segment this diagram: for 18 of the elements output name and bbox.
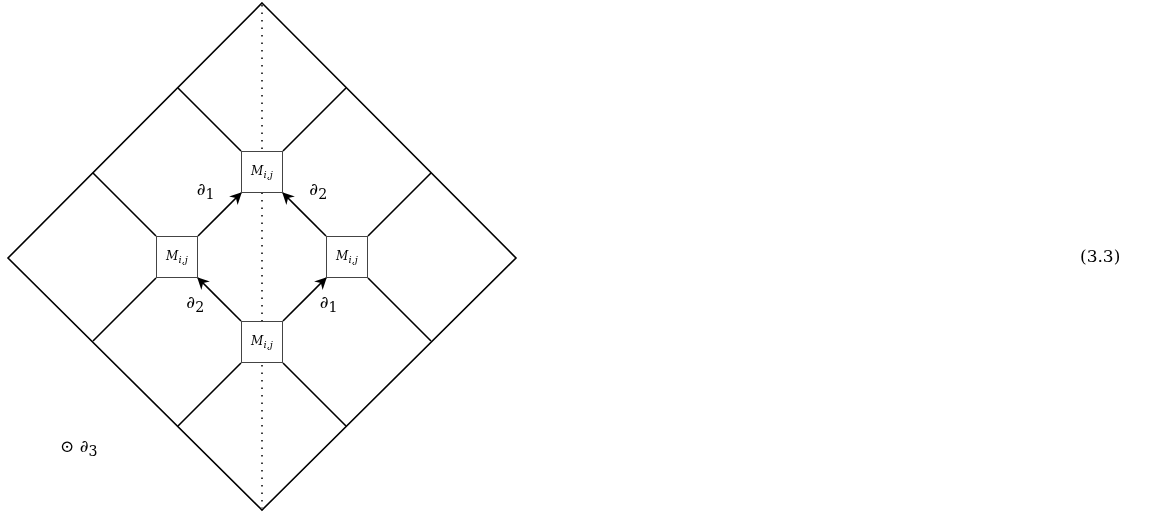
arrow xyxy=(282,192,327,237)
module-box xyxy=(326,236,368,278)
edge-label: ∂$_{2}$ xyxy=(186,292,205,316)
arrow xyxy=(197,277,242,322)
module-box xyxy=(156,236,198,278)
module-label: M$_{i,j}$ xyxy=(251,163,273,181)
module-label: M$_{i,j}$ xyxy=(336,248,358,266)
edge-label: ∂$_{2}$ xyxy=(309,179,328,203)
module-box xyxy=(241,321,283,363)
arrow xyxy=(282,277,327,322)
edge-label: ∂$_{1}$ xyxy=(196,179,215,203)
module-label: M$_{i,j}$ xyxy=(166,248,188,266)
module-label: M$_{i,j}$ xyxy=(251,333,273,351)
equation-number: (3.3) xyxy=(1080,246,1121,266)
edge-label: ∂$_{1}$ xyxy=(319,292,338,316)
module-box xyxy=(241,151,283,193)
arrow xyxy=(197,192,242,237)
axis-symbol-label: ⊙ ∂$_{3}$ xyxy=(60,436,98,460)
